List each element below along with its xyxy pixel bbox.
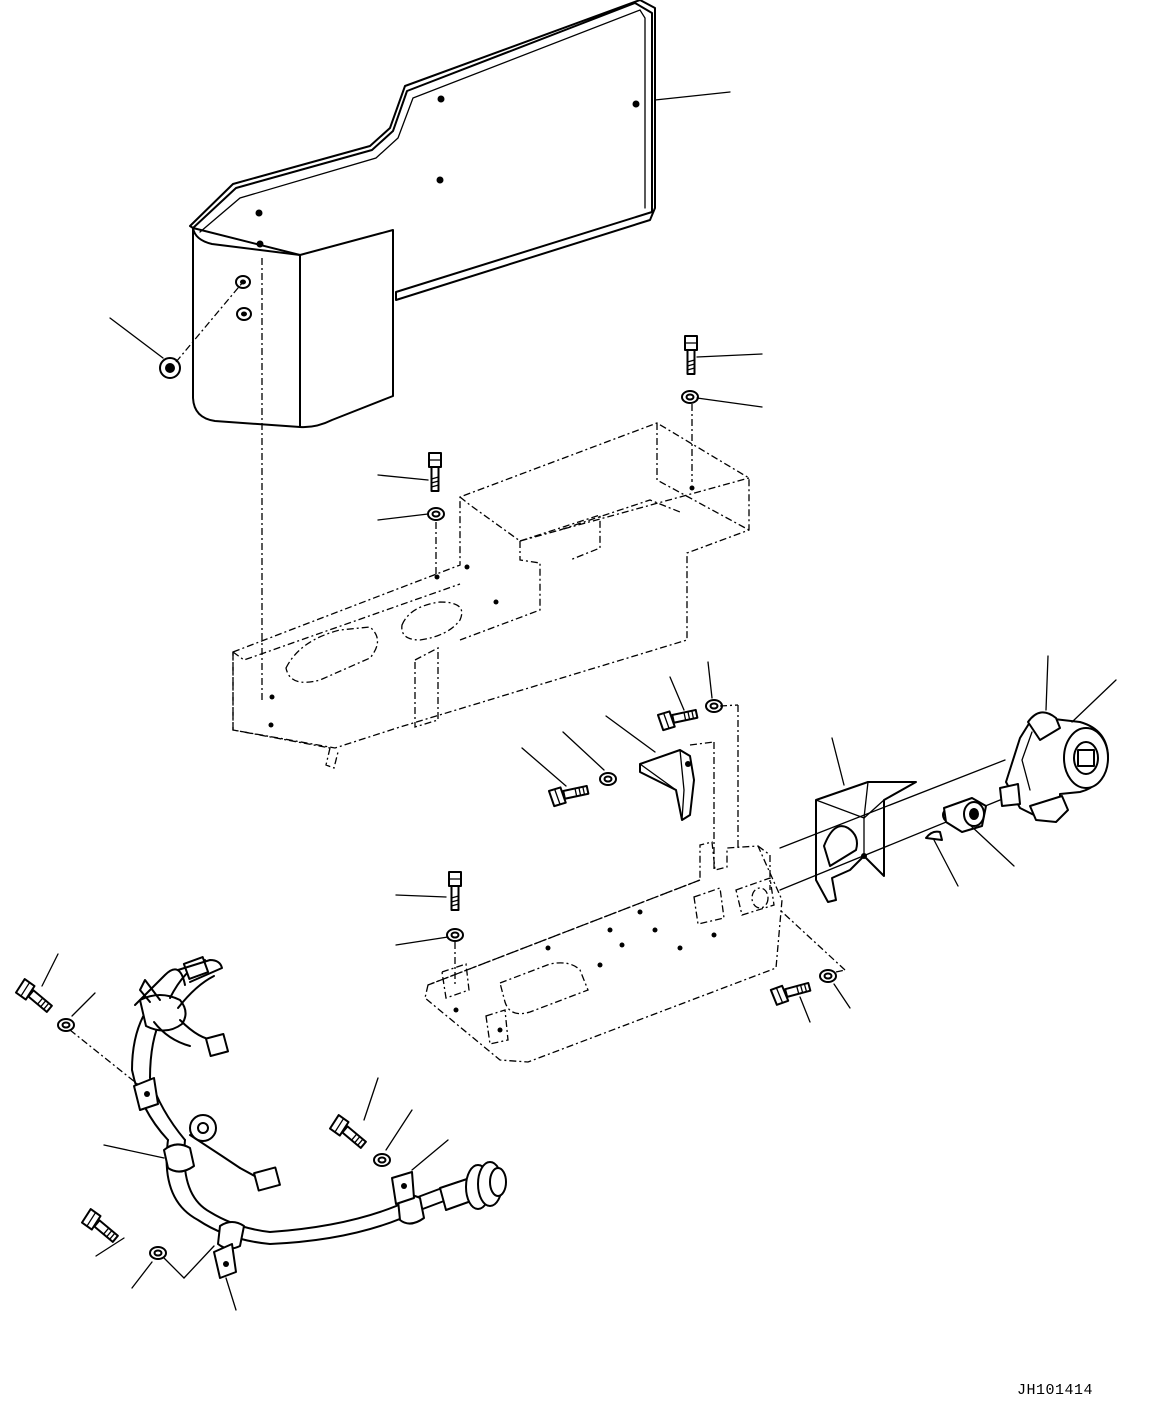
console-bolt-left: [377, 452, 445, 575]
key-switch-nut: [942, 797, 1015, 867]
base-bolt-right: [769, 909, 851, 1023]
base-bolt: [395, 871, 464, 985]
harness-bolt-mid: [327, 1077, 449, 1171]
wire-harness: [103, 956, 507, 1311]
drawing-id: JH101414: [1016, 1382, 1093, 1399]
key-switch-washer: [925, 830, 959, 887]
key-switch: [999, 655, 1117, 823]
console-bolt-right: [681, 335, 763, 482]
cover-bolt: [109, 281, 244, 379]
base-plate: [424, 841, 783, 1063]
upper-bolt: [656, 661, 739, 848]
harness-bolt-bottom: [79, 1207, 215, 1289]
harness-bolt-top: [13, 953, 141, 1087]
cover-bracket: [605, 715, 715, 870]
bracket-bolt: [521, 731, 617, 808]
cover-panel: [189, 0, 656, 429]
console-frame: [232, 422, 750, 769]
